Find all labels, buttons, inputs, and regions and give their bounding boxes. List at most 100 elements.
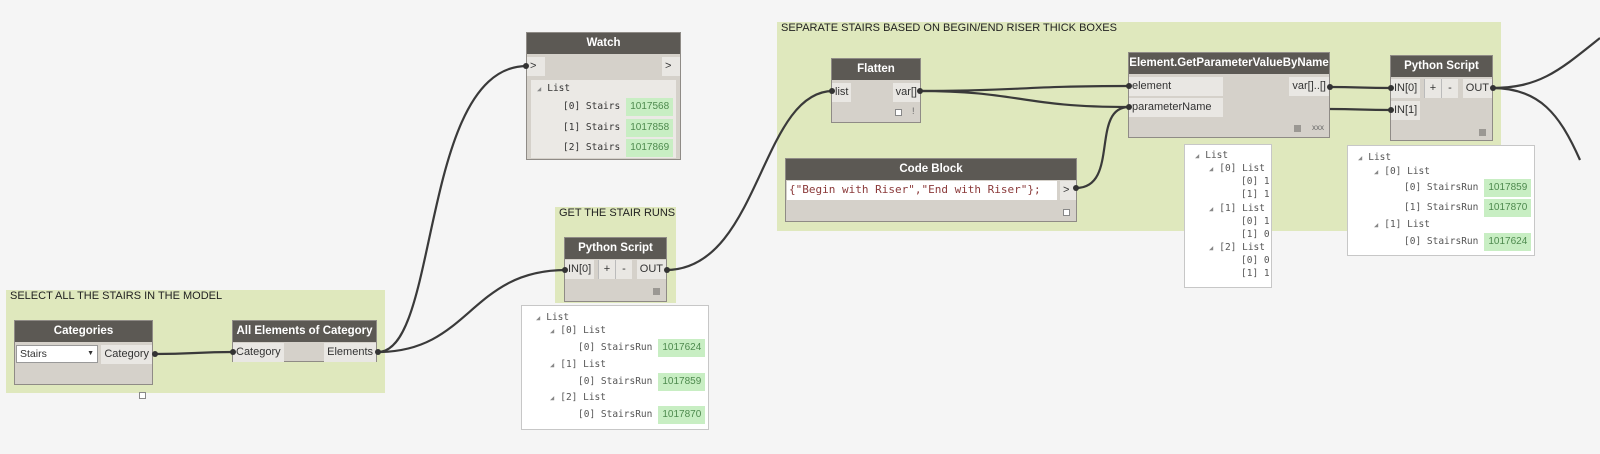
- python-script-node-2[interactable]: Python Script IN[0] + - OUT IN[1]: [1390, 55, 1493, 141]
- input-port-category[interactable]: Category: [233, 343, 284, 362]
- add-input-button[interactable]: +: [1424, 79, 1441, 98]
- wire-codeblock-to-parametername: [1075, 105, 1130, 190]
- output-port-var[interactable]: var[]: [892, 83, 920, 102]
- get-parameter-value-node[interactable]: Element.GetParameterValueByName element …: [1128, 52, 1330, 138]
- dropdown-value: Stairs: [20, 348, 47, 360]
- code-editor[interactable]: {"Begin with Riser","End with Riser"};: [787, 181, 1057, 200]
- collapse-triangle-icon: ◢: [1195, 152, 1200, 160]
- collapse-triangle-icon: ◢: [550, 394, 555, 402]
- input-port-in0[interactable]: IN[0]: [1391, 79, 1421, 98]
- port-dot: [664, 267, 670, 273]
- port-dot: [523, 63, 529, 69]
- collapse-triangle-icon: ◢: [536, 314, 541, 322]
- preview-toggle-icon[interactable]: [1063, 209, 1070, 216]
- list-root: ◢List: [1195, 147, 1228, 165]
- code-block-node[interactable]: Code Block {"Begin with Riser","End with…: [785, 158, 1077, 222]
- wire-categories-to-all-elements: [154, 350, 234, 356]
- list-item: ◢[0] List: [1374, 163, 1430, 181]
- list-item: [0] 1: [1241, 176, 1270, 187]
- output-port-out[interactable]: OUT: [636, 260, 666, 279]
- wire-python2-out-2: [1491, 86, 1582, 161]
- group-title: SELECT ALL THE STAIRS IN THE MODEL: [10, 290, 223, 302]
- output-port[interactable]: >: [1060, 181, 1076, 200]
- node-title: All Elements of Category: [233, 321, 376, 342]
- list-item: ◢[1] List: [1374, 216, 1430, 234]
- node-title: Categories: [15, 321, 152, 342]
- output-port-out[interactable]: OUT: [1462, 79, 1492, 98]
- chevron-down-icon: ▼: [87, 350, 94, 357]
- output-port-category[interactable]: Category: [101, 345, 152, 364]
- collapse-triangle-icon: ◢: [550, 361, 555, 369]
- collapse-triangle-icon: ◢: [1209, 165, 1214, 173]
- collapse-triangle-icon: ◢: [1374, 168, 1379, 176]
- flatten-node[interactable]: Flatten list var[] !: [831, 58, 921, 123]
- node-title: Flatten: [832, 59, 920, 80]
- wire-getparam-to-in0: [1329, 85, 1393, 90]
- input-port-in1[interactable]: IN[1]: [1391, 101, 1421, 120]
- categories-node[interactable]: Categories Stairs ▼ Category: [14, 320, 153, 399]
- list-item: ◢[2] List: [550, 389, 606, 407]
- port-dot: [1388, 85, 1394, 91]
- list-item: [1] 0: [1241, 229, 1270, 240]
- remove-input-button[interactable]: -: [1441, 79, 1458, 98]
- all-elements-of-category-node[interactable]: All Elements of Category Category Elemen…: [232, 320, 377, 362]
- wire-flatten-to-element: [918, 84, 1130, 93]
- list-item: ◢[2] List: [1209, 239, 1265, 257]
- output-port[interactable]: >: [662, 57, 680, 76]
- port-dot: [152, 351, 158, 357]
- category-dropdown[interactable]: Stairs ▼: [16, 345, 98, 363]
- preview-toggle-icon[interactable]: [895, 109, 902, 116]
- group-title: GET THE STAIR RUNS: [559, 207, 676, 219]
- output-port-elements[interactable]: Elements: [324, 343, 376, 362]
- wire-flatten-to-parametername: [918, 89, 1130, 109]
- collapse-triangle-icon: ◢: [537, 85, 542, 93]
- node-title: Element.GetParameterValueByName: [1129, 53, 1329, 74]
- port-dot: [1126, 83, 1132, 89]
- list-item: ◢[1] List: [1209, 200, 1265, 218]
- list-item: [0] 0: [1241, 255, 1270, 266]
- port-dot: [375, 349, 381, 355]
- get-parameter-preview-panel: ◢List ◢[0] List [0] 1 [1] 1 ◢[1] List [0…: [1184, 144, 1272, 288]
- list-root: ◢List: [536, 309, 569, 327]
- port-dot: [829, 88, 835, 94]
- input-port-parametername[interactable]: parameterName: [1129, 98, 1223, 117]
- preview-toggle-icon[interactable]: [653, 288, 660, 295]
- output-port[interactable]: var[]..[]: [1289, 77, 1329, 96]
- wire-elements-to-python1: [377, 268, 567, 354]
- list-item: [1] 1: [1241, 189, 1270, 200]
- info-icon: !: [912, 106, 915, 116]
- group-title: SEPARATE STAIRS BASED ON BEGIN/END RISER…: [781, 22, 1117, 34]
- input-port-element[interactable]: element: [1129, 77, 1223, 96]
- preview-toggle-icon[interactable]: [1294, 125, 1301, 132]
- add-input-button[interactable]: +: [598, 260, 615, 279]
- preview-toggle-icon[interactable]: [139, 392, 146, 399]
- node-title: Code Block: [786, 159, 1076, 180]
- port-dot: [230, 349, 236, 355]
- lacing-indicator[interactable]: xxx: [1312, 123, 1324, 132]
- input-port-list[interactable]: list: [832, 83, 852, 102]
- port-dot: [1327, 84, 1333, 90]
- wire-elements-to-watch: [377, 64, 528, 354]
- python-script-node-1[interactable]: Python Script IN[0] + - OUT: [564, 237, 667, 302]
- port-dot: [1073, 185, 1079, 191]
- node-title: Watch: [527, 33, 680, 54]
- input-port-in0[interactable]: IN[0]: [565, 260, 595, 279]
- port-dot: [1490, 85, 1496, 91]
- preview-toggle-icon[interactable]: [1479, 129, 1486, 136]
- input-port[interactable]: >: [527, 57, 545, 76]
- list-item: ◢[1] List: [550, 356, 606, 374]
- remove-input-button[interactable]: -: [615, 260, 632, 279]
- code-text: {"Begin with Riser","End with Riser"};: [789, 183, 1041, 196]
